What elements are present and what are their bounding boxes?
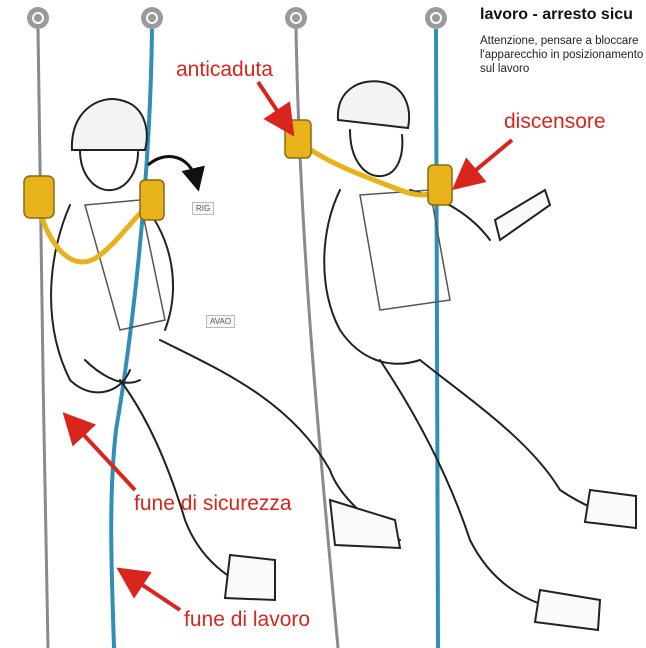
arrow-anticaduta	[258, 82, 290, 130]
safety-rope-left	[38, 29, 48, 648]
descender-device-right	[428, 165, 452, 205]
arrow-discensore	[458, 140, 512, 185]
tag-rig: RIG	[192, 202, 214, 215]
rotate-arrow-icon	[148, 157, 196, 180]
label-anticaduta: anticaduta	[176, 58, 273, 82]
page-title: lavoro - arresto sicu	[480, 6, 633, 24]
anchor-icon	[425, 7, 447, 29]
fall-arrester-device-left	[24, 176, 54, 218]
descender-device-left	[140, 180, 164, 220]
attention-note: Attenzione, pensare a bloccare l'apparec…	[480, 34, 646, 76]
anchor-icon	[141, 7, 163, 29]
worker-left	[51, 99, 400, 600]
arrow-fune-lavoro	[123, 572, 180, 610]
label-fune-lavoro: fune di lavoro	[184, 608, 310, 632]
arrow-fune-sicurezza	[68, 418, 135, 490]
label-discensore: discensore	[504, 110, 606, 134]
lanyard-right	[298, 140, 440, 195]
label-fune-sicurezza: fune di sicurezza	[134, 492, 292, 516]
anchor-icon	[27, 7, 49, 29]
worker-right	[324, 81, 636, 630]
work-rope-right	[436, 29, 438, 648]
anchor-icon	[285, 7, 307, 29]
tag-avao: AVAO	[206, 315, 235, 328]
